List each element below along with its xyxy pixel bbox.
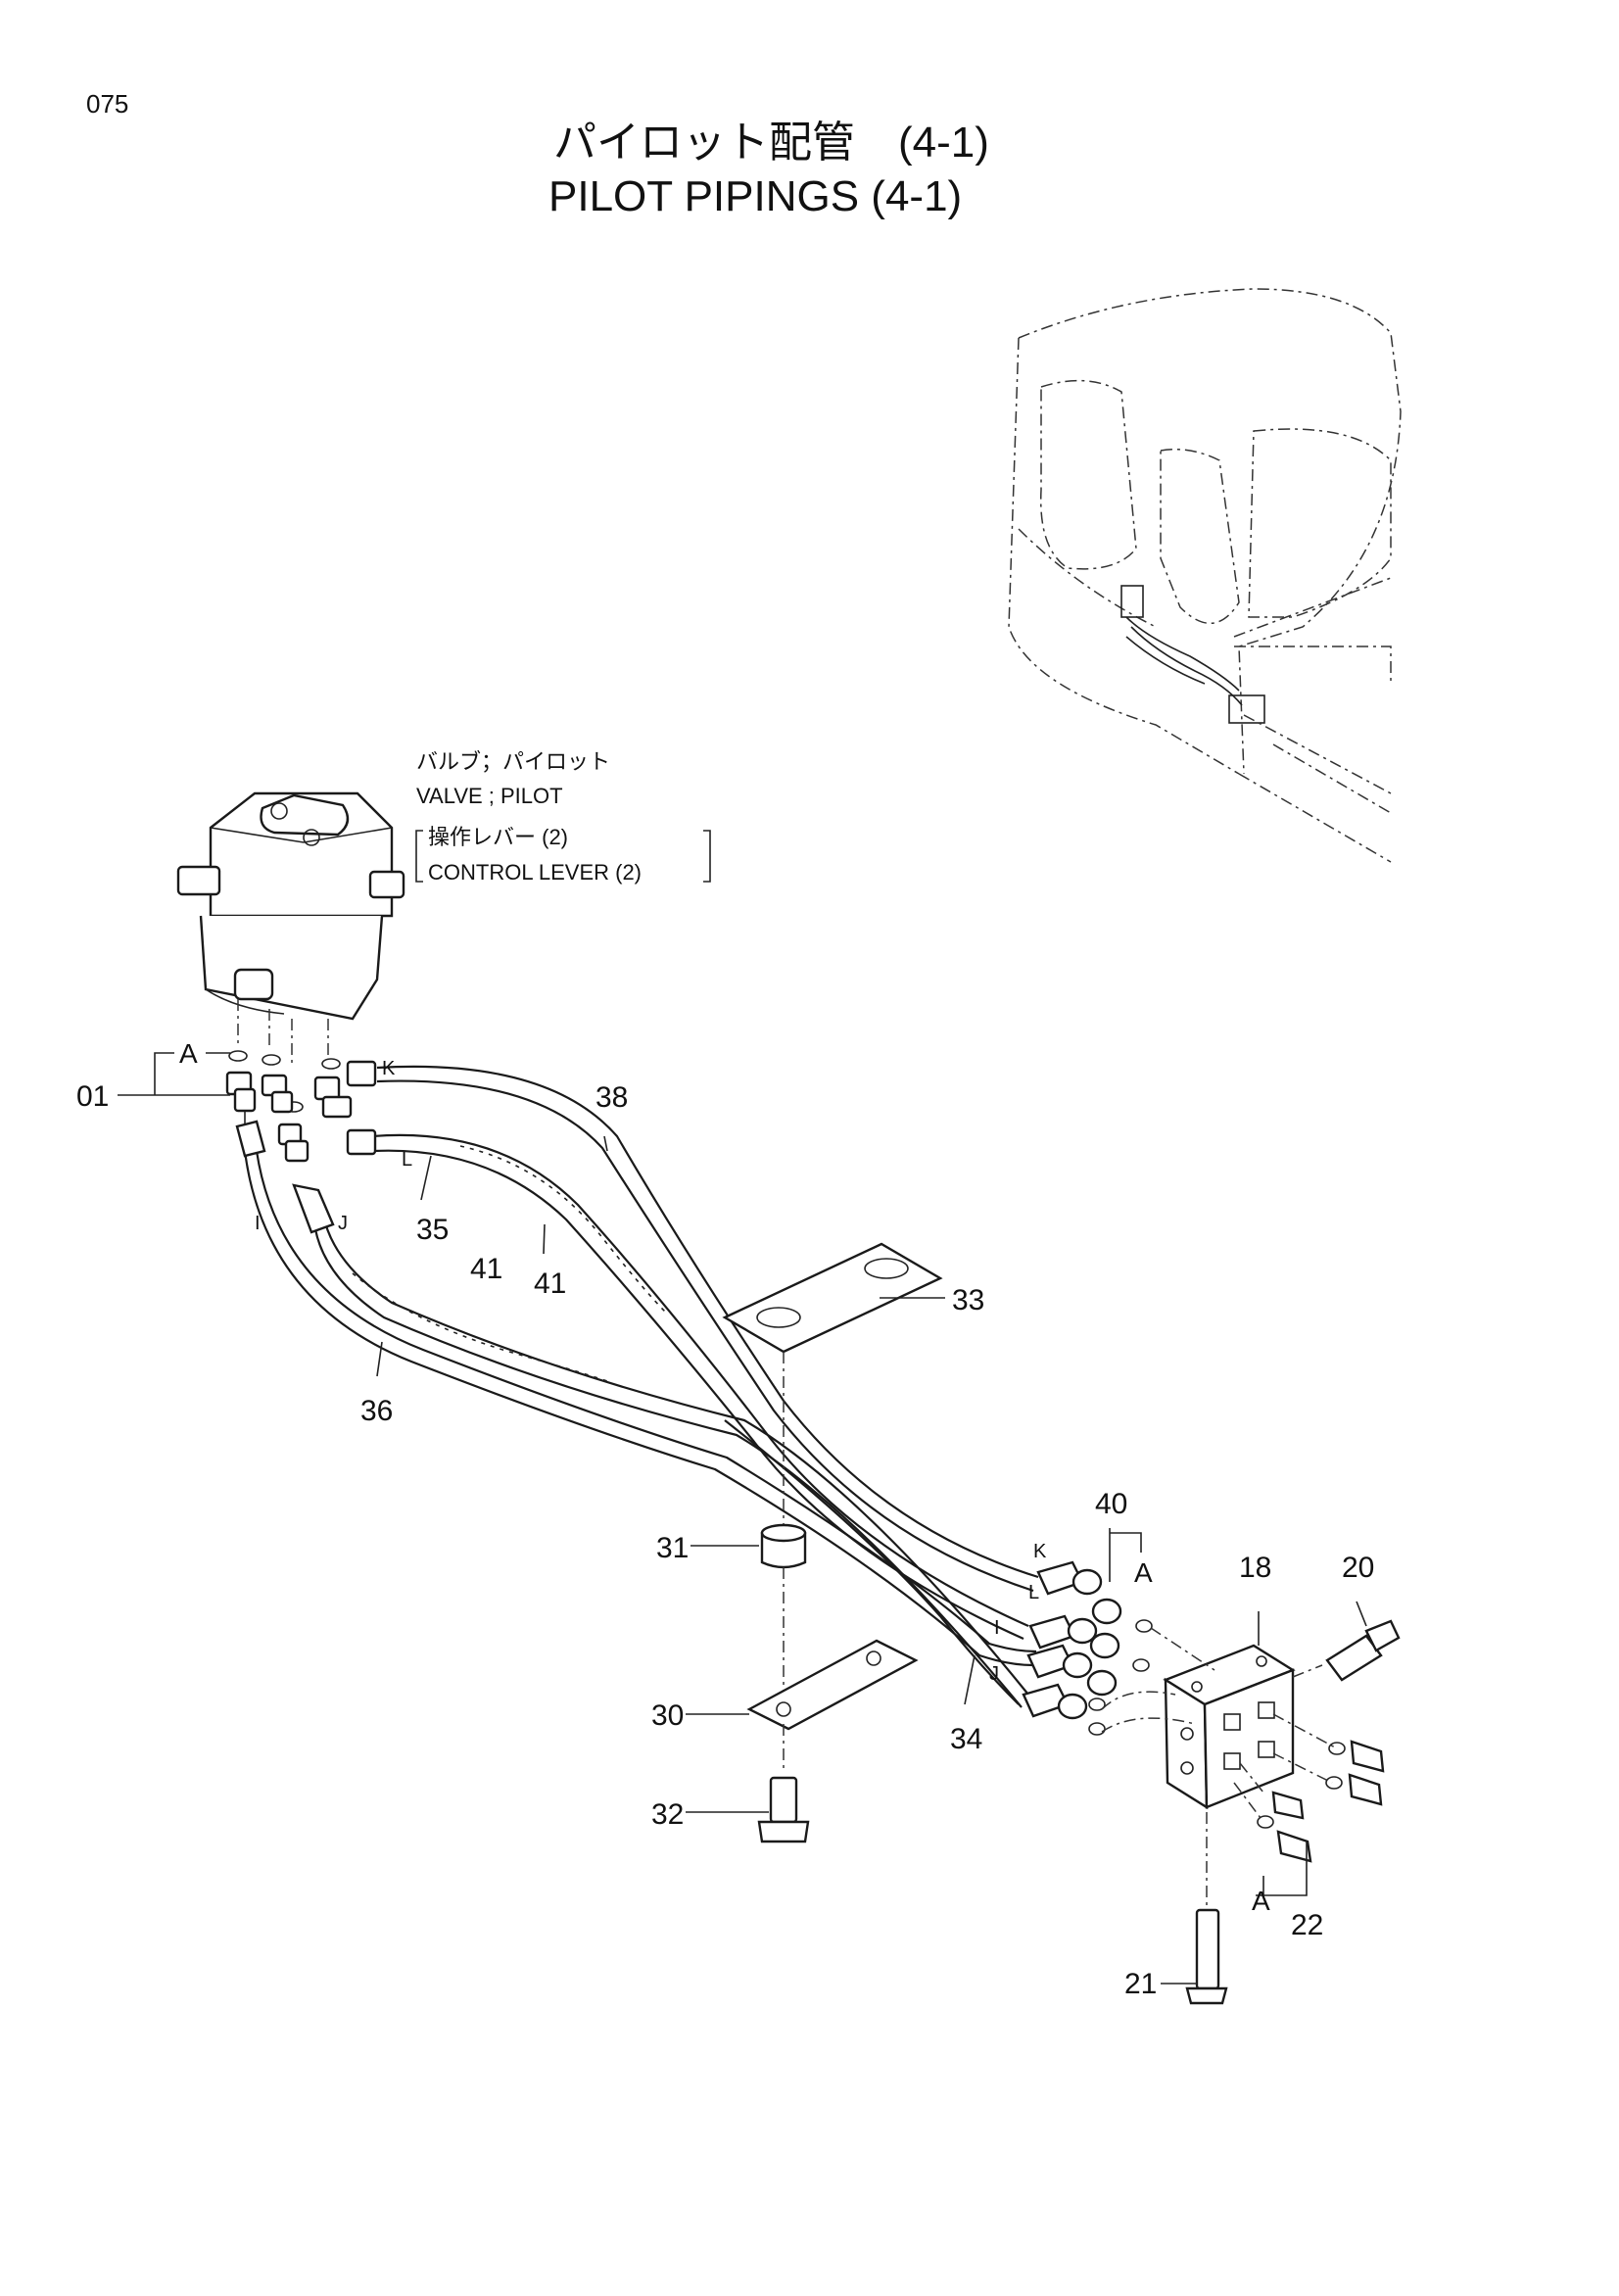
letter-l-end: L <box>1028 1582 1039 1603</box>
title-japanese: パイロット配管 (4-1) <box>553 119 989 167</box>
callout-21: 21 <box>1124 1968 1157 2000</box>
letter-a-valve: A <box>179 1038 198 1069</box>
connection-letters: A A A K L I J K L I J <box>179 1038 1270 1916</box>
callout-41-upper: 41 <box>534 1268 566 1300</box>
letter-a-manifold: A <box>1134 1557 1153 1588</box>
valve-label-block: バルブ；パイロット VALVE ; PILOT 操作レバー (2) CONTRO… <box>415 749 711 885</box>
manifold-block <box>1163 1644 1296 1810</box>
letter-l-start: L <box>402 1149 412 1171</box>
cab-inset-drawing <box>1008 288 1402 863</box>
callout-33: 33 <box>952 1284 984 1316</box>
hose-end-fittings <box>1022 1560 1215 1736</box>
callout-36: 36 <box>360 1395 393 1427</box>
callout-41-lower: 41 <box>470 1253 502 1285</box>
letter-a-lower: A <box>1252 1886 1270 1916</box>
letter-k-start: K <box>382 1058 396 1079</box>
title-english: PILOT PIPINGS (4-1) <box>548 172 962 220</box>
letter-j-end: J <box>989 1663 999 1685</box>
callout-20: 20 <box>1342 1552 1374 1584</box>
mounting-bolt-21 <box>1185 1812 1228 2005</box>
valve-label-en: VALVE ; PILOT <box>416 784 563 808</box>
callout-22: 22 <box>1291 1909 1323 1941</box>
part-number-callouts: 01 18 20 21 22 30 31 32 33 34 35 36 38 4… <box>76 1080 1374 2000</box>
callout-18: 18 <box>1239 1552 1271 1584</box>
callout-30: 30 <box>651 1699 684 1732</box>
callout-35: 35 <box>416 1214 449 1246</box>
pilot-valve-body <box>176 791 405 1021</box>
callout-31: 31 <box>656 1532 689 1564</box>
callout-34: 34 <box>950 1723 982 1755</box>
page-number: 075 <box>86 89 128 119</box>
pressure-switch-20 <box>1292 1619 1401 1682</box>
letter-i-start: I <box>255 1213 261 1234</box>
callout-32: 32 <box>651 1798 684 1831</box>
clamp-assembly <box>722 1242 943 1843</box>
callout-38: 38 <box>595 1081 628 1114</box>
pilot-hoses <box>235 1060 1039 1708</box>
right-side-fittings <box>1233 1713 1385 1863</box>
letter-j-start: J <box>338 1213 348 1234</box>
control-lever-label-en: CONTROL LEVER (2) <box>428 860 642 885</box>
valve-fittings <box>225 999 353 1163</box>
letter-i-end: I <box>994 1617 1000 1639</box>
control-lever-label-jp: 操作レバー (2) <box>428 825 568 849</box>
letter-k-end: K <box>1033 1541 1047 1562</box>
callout-40: 40 <box>1095 1488 1127 1520</box>
valve-label-jp: バルブ；パイロット <box>416 749 610 774</box>
leader-lines <box>118 1052 1367 1985</box>
callout-01: 01 <box>76 1080 109 1113</box>
